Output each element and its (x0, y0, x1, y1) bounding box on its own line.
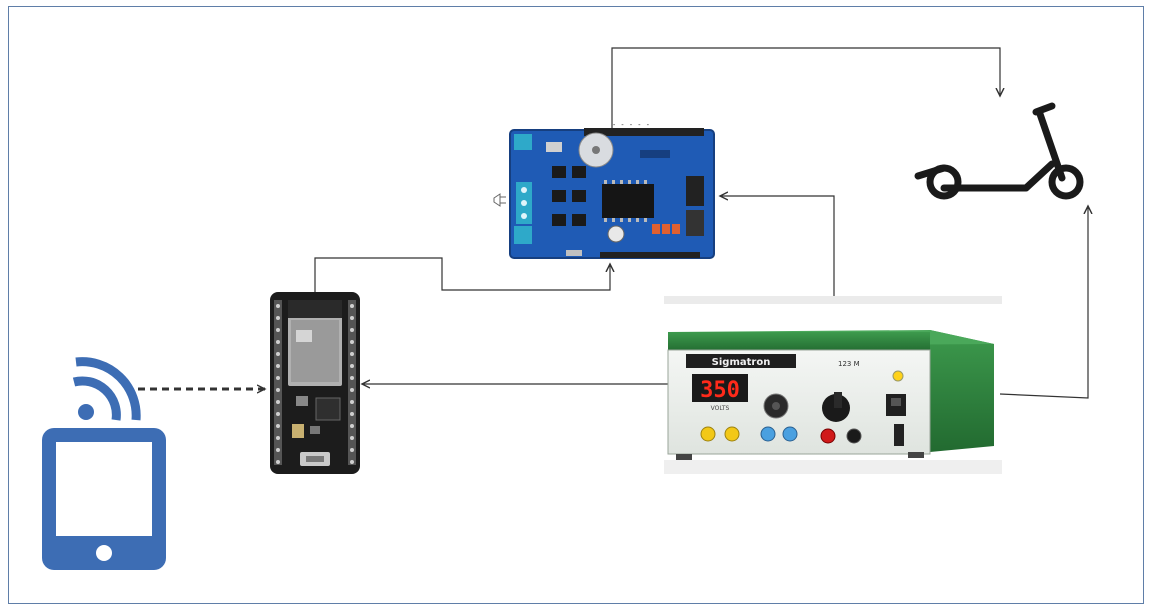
psu-to-scooter-wire (1000, 206, 1088, 398)
psu-display-unit: VOLTS (711, 405, 730, 412)
esp32-board (270, 292, 360, 474)
power-supply: Sigmatron 123 M 350 VOLTS (664, 296, 1002, 474)
tablet-wifi-icon (42, 362, 166, 570)
e-scooter-icon (918, 106, 1080, 196)
psu-model-label: 123 M (838, 360, 860, 368)
shield-header-marks: - - - - - (612, 121, 650, 129)
psu-display-readout: 350 (700, 378, 740, 403)
shield-to-scooter-wire (612, 48, 1000, 128)
motor-shield-board: - - - - - (494, 121, 714, 258)
psu-to-shield-wire (720, 196, 834, 298)
esp-to-shield-wire (315, 258, 610, 296)
psu-brand-label: Sigmatron (712, 357, 771, 368)
